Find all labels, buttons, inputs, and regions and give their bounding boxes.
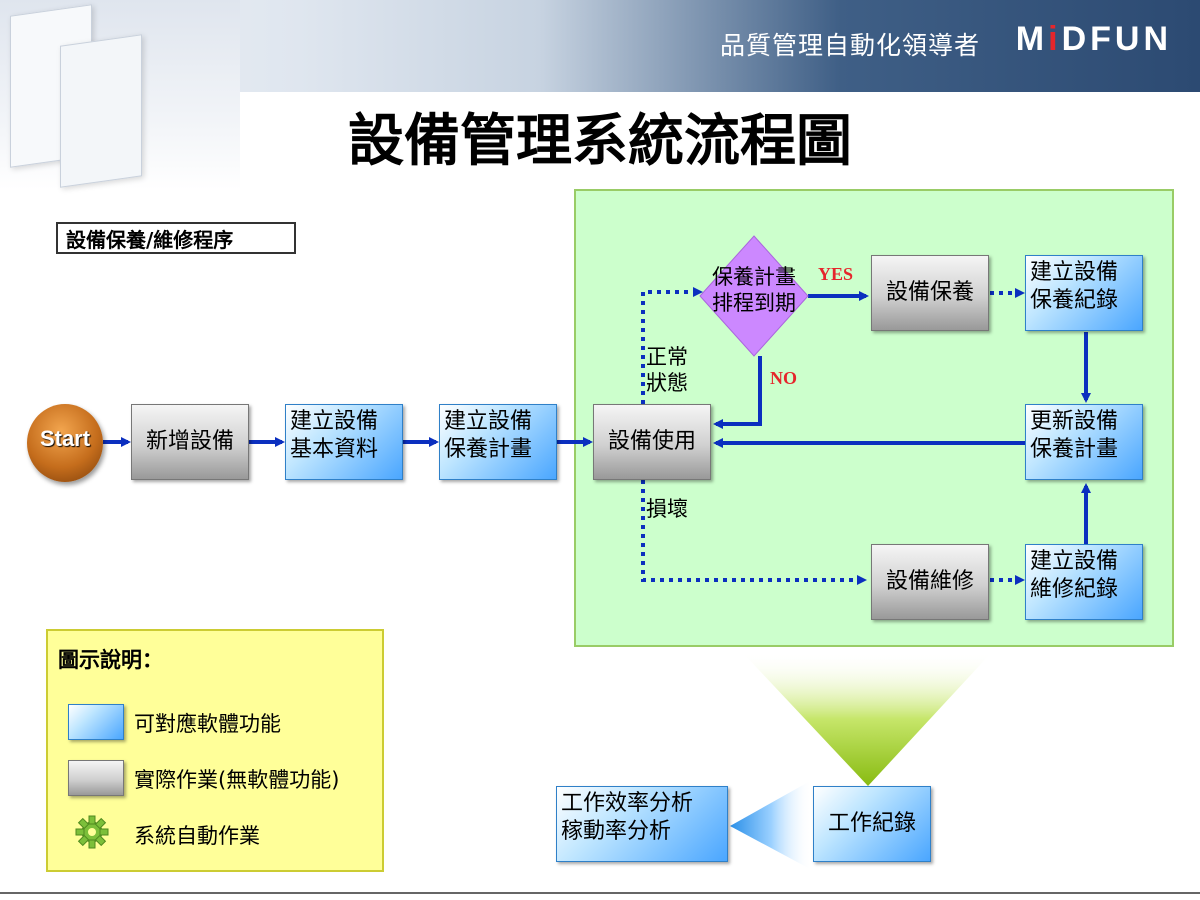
big-left-arrow	[730, 780, 812, 870]
node-maintenance-record: 建立設備 保養紀錄	[1025, 255, 1143, 331]
legend-item-automatic: 系統自動作業	[134, 824, 260, 848]
edge-label-damaged: 損壞	[646, 497, 688, 521]
bottom-divider	[0, 892, 1200, 894]
node-analysis-line2: 稼動率分析	[561, 819, 672, 844]
node-maintenance-plan-line1: 建立設備	[444, 409, 533, 434]
node-maintenance-plan-line2: 保養計畫	[444, 437, 533, 462]
brand-prefix: M	[1015, 20, 1049, 58]
node-repair-record-line2: 維修紀錄	[1030, 577, 1119, 602]
header-slogan: 品質管理自動化領導者	[719, 31, 980, 60]
node-basic-data-line2: 基本資料	[290, 437, 379, 462]
node-add-equipment-label: 新增設備	[145, 429, 234, 454]
node-maintenance: 設備保養	[871, 255, 989, 331]
edge-label-normal-line1: 正常	[646, 345, 688, 369]
edge-label-normal: 正常 狀態	[646, 344, 688, 396]
node-work-record: 工作紀錄	[813, 786, 931, 862]
node-analysis: 工作效率分析 稼動率分析	[556, 786, 728, 862]
node-work-record-label: 工作紀錄	[827, 811, 916, 836]
edge-label-no: NO	[770, 368, 797, 388]
brand-logo: MiDFUN	[1016, 20, 1172, 59]
brand-suffix: DFUN	[1061, 20, 1172, 58]
node-repair-record-line1: 建立設備	[1030, 549, 1119, 574]
start-label: Start	[39, 426, 91, 451]
node-add-equipment: 新增設備	[131, 404, 249, 480]
arrow-use-to-due	[641, 287, 703, 404]
decision-diamond	[699, 235, 809, 357]
node-plan-due-line2: 排程到期	[712, 291, 796, 315]
node-basic-data: 建立設備 基本資料	[285, 404, 403, 480]
start-node	[27, 404, 103, 482]
node-plan-due-label: 保養計畫 排程到期	[706, 264, 802, 316]
node-repair-label: 設備維修	[885, 569, 974, 594]
node-update-plan-line2: 保養計畫	[1030, 437, 1119, 462]
brand-i: i	[1048, 20, 1062, 58]
page-title: 設備管理系統流程圖	[0, 96, 1200, 177]
page-title-text: 設備管理系統流程圖	[348, 109, 852, 174]
legend-item-software: 可對應軟體功能	[134, 712, 281, 736]
legend-title: 圖示說明：	[58, 648, 163, 672]
edge-label-yes: YES	[818, 264, 854, 284]
section-label: 設備保養/維修程序	[56, 222, 296, 254]
edge-label-normal-line2: 狀態	[646, 371, 688, 395]
node-plan-due-line1: 保養計畫	[712, 265, 796, 289]
node-equipment-use-label: 設備使用	[607, 429, 696, 454]
node-equipment-use: 設備使用	[593, 404, 711, 480]
legend-item-manual: 實際作業(無軟體功能)	[134, 768, 340, 792]
big-down-arrow	[742, 652, 992, 786]
arrow-due-to-use	[713, 356, 762, 429]
node-maintenance-plan: 建立設備 保養計畫	[439, 404, 557, 480]
node-update-plan-line1: 更新設備	[1030, 409, 1119, 434]
node-basic-data-line1: 建立設備	[290, 409, 379, 434]
legend-gray-swatch	[68, 760, 124, 796]
arrow-use-to-repair	[641, 480, 867, 585]
node-maintenance-label: 設備保養	[885, 280, 974, 305]
legend-blue-swatch	[68, 704, 124, 740]
node-repair-record: 建立設備 維修紀錄	[1025, 544, 1143, 620]
node-maintenance-record-line2: 保養紀錄	[1030, 288, 1119, 313]
node-analysis-line1: 工作效率分析	[561, 791, 694, 816]
node-update-plan: 更新設備 保養計畫	[1025, 404, 1143, 480]
node-maintenance-record-line1: 建立設備	[1030, 260, 1119, 285]
node-repair: 設備維修	[871, 544, 989, 620]
gear-icon	[75, 815, 109, 849]
